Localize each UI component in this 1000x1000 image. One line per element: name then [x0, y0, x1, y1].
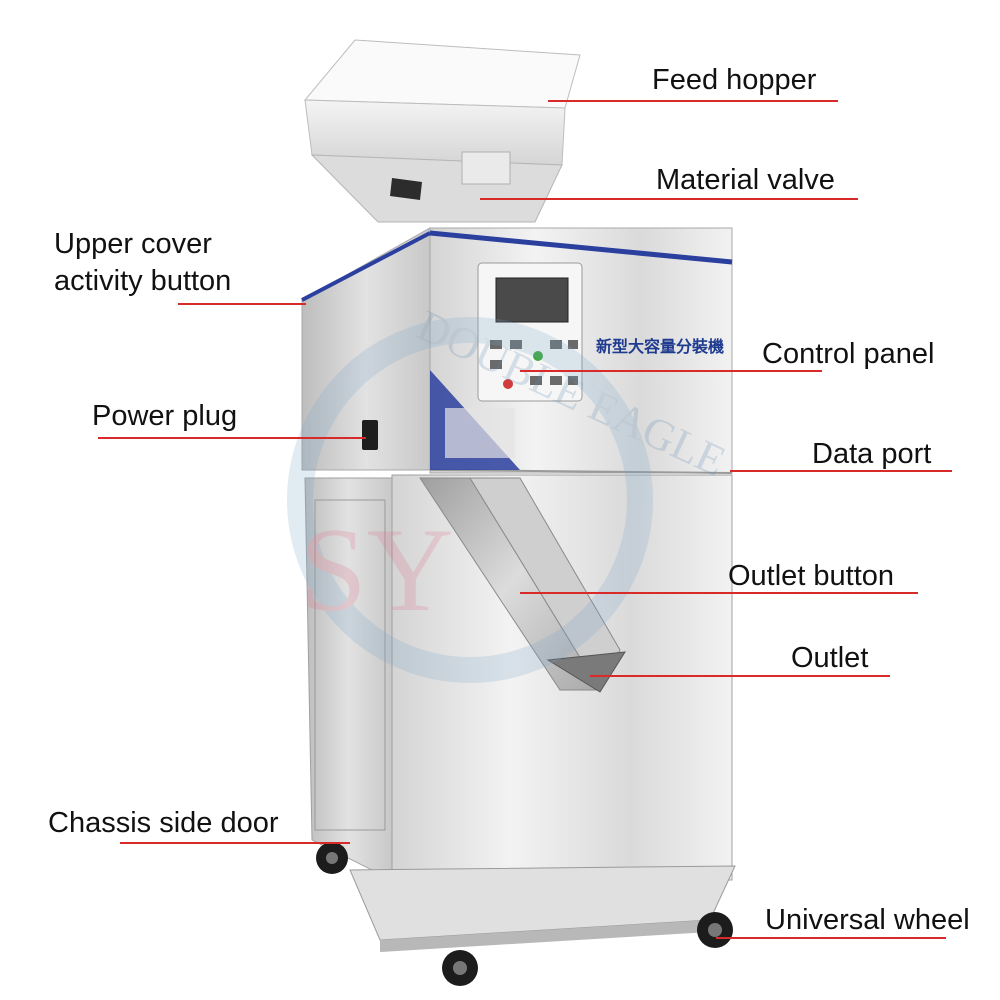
label-material-valve: Material valve [656, 164, 835, 196]
leader-control-panel [520, 370, 822, 372]
label-chassis-side-door: Chassis side door [48, 807, 279, 839]
feed-hopper [303, 39, 581, 223]
brand-chars: 新型大容量分裝機 [596, 337, 724, 356]
outlet-chute [419, 477, 626, 693]
base-plate [349, 865, 736, 952]
leader-data-port [730, 470, 952, 472]
leader-chassis-side-door [120, 842, 350, 844]
control-panel: 新型大容量分裝機 [445, 262, 724, 458]
leader-upper-cover [178, 303, 306, 305]
label-power-plug: Power plug [92, 400, 238, 432]
universal-wheels [316, 842, 733, 986]
leader-outlet [590, 675, 890, 677]
label-control-panel: Control panel [762, 338, 935, 370]
leader-power-plug [98, 437, 366, 439]
label-outlet-button: Outlet button [728, 560, 895, 592]
leader-feed-hopper [548, 100, 838, 102]
label-upper-cover-line2: activity button [54, 265, 232, 297]
label-data-port: Data port [812, 438, 932, 470]
label-feed-hopper: Feed hopper [652, 64, 817, 96]
label-outlet: Outlet [791, 642, 869, 674]
label-universal-wheel: Universal wheel [765, 904, 970, 936]
label-upper-cover-line1: Upper cover [54, 228, 212, 260]
watermark-monogram: SY [300, 503, 453, 636]
leader-outlet-button [520, 592, 918, 594]
leader-material-valve [480, 198, 858, 200]
leader-universal-wheel [716, 937, 946, 939]
